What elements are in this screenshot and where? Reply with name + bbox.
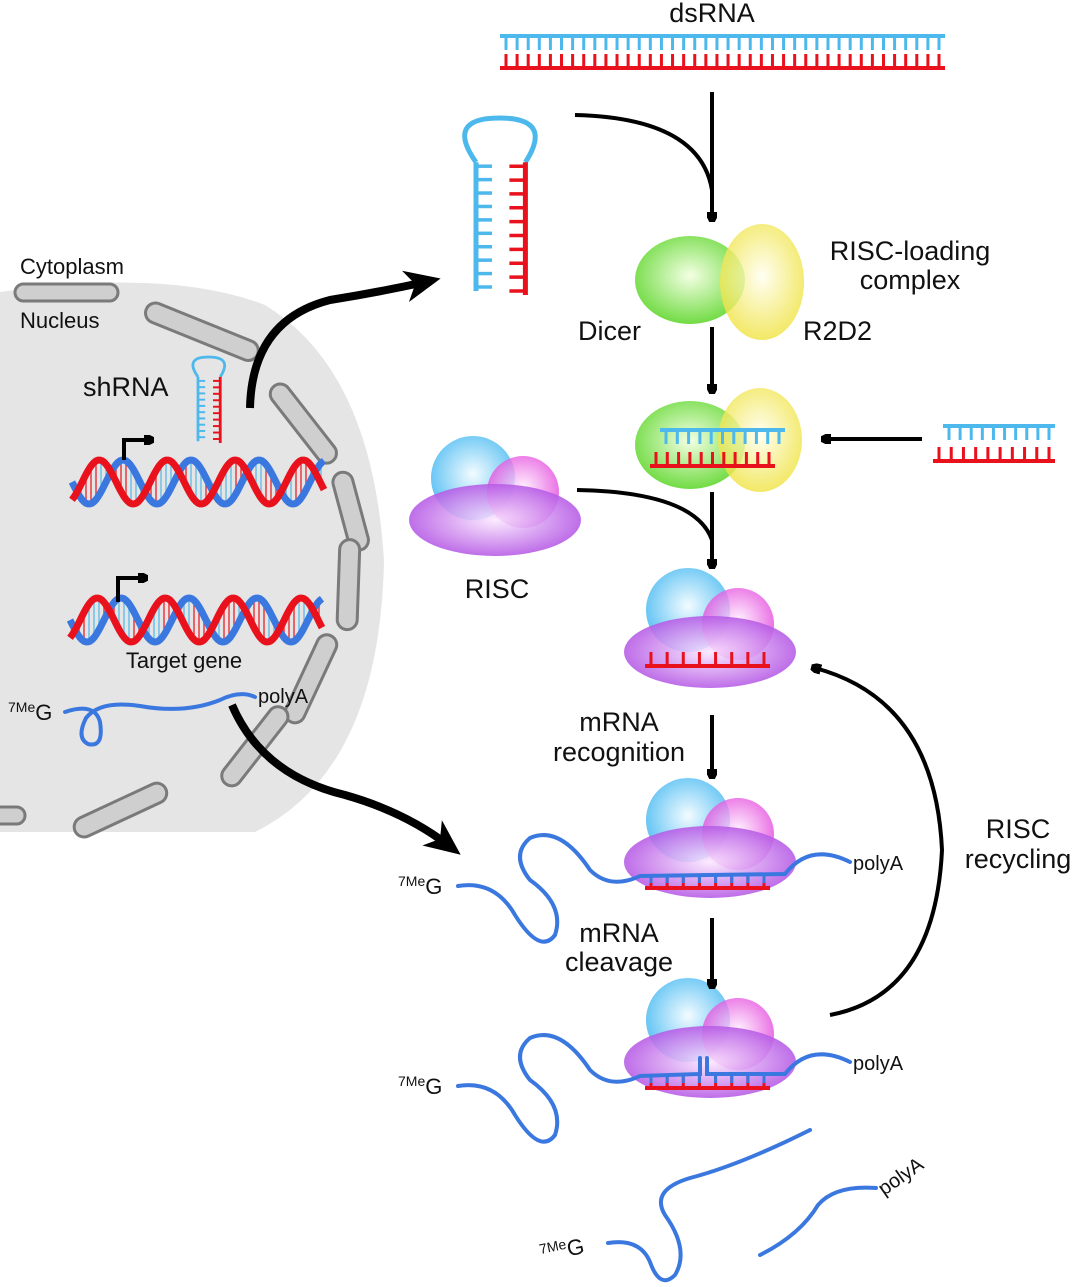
risc-recycling-label-line1: RISC xyxy=(986,814,1051,844)
risc-complex xyxy=(409,436,581,556)
dicer-label: Dicer xyxy=(578,316,641,346)
risc-loading-label-line2: complex xyxy=(860,265,961,295)
cap-label: 7MeG xyxy=(398,1073,442,1099)
membrane-segment xyxy=(0,805,27,826)
polya-label: polyA xyxy=(874,1153,928,1200)
hairpin-loop xyxy=(462,115,538,164)
cap-label: 7MeG xyxy=(8,699,52,725)
cleaved-mrna-5prime-fragment xyxy=(606,1128,812,1283)
promoter-arrow-icon xyxy=(116,578,144,602)
membrane-segment xyxy=(13,282,120,303)
mrna-cleavage-label-line1: mRNA xyxy=(579,918,659,948)
arrow-risc-recycling xyxy=(815,668,945,1017)
cytoplasm-label: Cytoplasm xyxy=(20,254,124,279)
dsrna-duplex xyxy=(500,34,945,70)
target-mrna-cleavage xyxy=(456,1033,852,1144)
dicer-protein xyxy=(635,236,745,324)
arrow-mrna-export xyxy=(228,703,461,855)
exported-shrna-hairpin xyxy=(462,115,538,295)
cleaved-mrna-3prime-fragment xyxy=(758,1185,878,1257)
membrane-segment xyxy=(335,538,362,632)
r2d2-label: R2D2 xyxy=(803,316,872,346)
dsrna-label: dsRNA xyxy=(669,0,755,28)
risc-loading-label-line1: RISC-loading xyxy=(830,236,991,266)
arrow-risc-joins xyxy=(576,488,714,541)
shrna-gene-dna xyxy=(68,456,328,508)
mrna-cleavage-label-line2: cleavage xyxy=(565,947,673,977)
risc-complex-loaded xyxy=(624,568,796,688)
shrna-label: shRNA xyxy=(83,372,169,402)
cap-label: 7MeG xyxy=(398,873,442,899)
polya-label: polyA xyxy=(853,1053,904,1075)
membrane-segment xyxy=(72,781,169,839)
loaded-sirna xyxy=(650,428,785,468)
shrna-hairpin xyxy=(191,355,227,443)
dna-strand-red xyxy=(67,594,326,646)
sirna-duplex xyxy=(933,424,1055,463)
mrna-recognition-label-line1: mRNA xyxy=(579,707,659,737)
polya-label: polyA xyxy=(853,853,904,875)
r2d2-protein xyxy=(718,388,802,492)
hairpin-loop xyxy=(191,355,227,378)
mrna-recognition-label-line2: recognition xyxy=(553,737,685,767)
target-gene-dna xyxy=(66,594,326,646)
cap-label: 7MeG xyxy=(538,1232,587,1267)
membrane-segment xyxy=(268,382,338,465)
membrane-segment xyxy=(283,633,339,725)
nucleus-label: Nucleus xyxy=(20,308,99,333)
nuclear-membrane xyxy=(0,282,370,839)
target-mrna-recognition xyxy=(456,833,852,944)
target-gene-label: Target gene xyxy=(126,648,242,673)
risc-label: RISC xyxy=(465,574,530,604)
promoter-arrow-icon xyxy=(122,440,150,460)
guide-strands xyxy=(645,652,770,1090)
polya-label: polyA xyxy=(258,686,309,708)
arrow-shrna-to-dicer xyxy=(574,113,714,191)
dna-strand-red xyxy=(69,456,328,508)
arrow-shrna-export xyxy=(246,270,441,409)
r2d2-protein xyxy=(720,224,804,340)
target-mrna-nucleus xyxy=(63,692,257,747)
risc-recycling-label-line2: recycling xyxy=(965,844,1072,874)
